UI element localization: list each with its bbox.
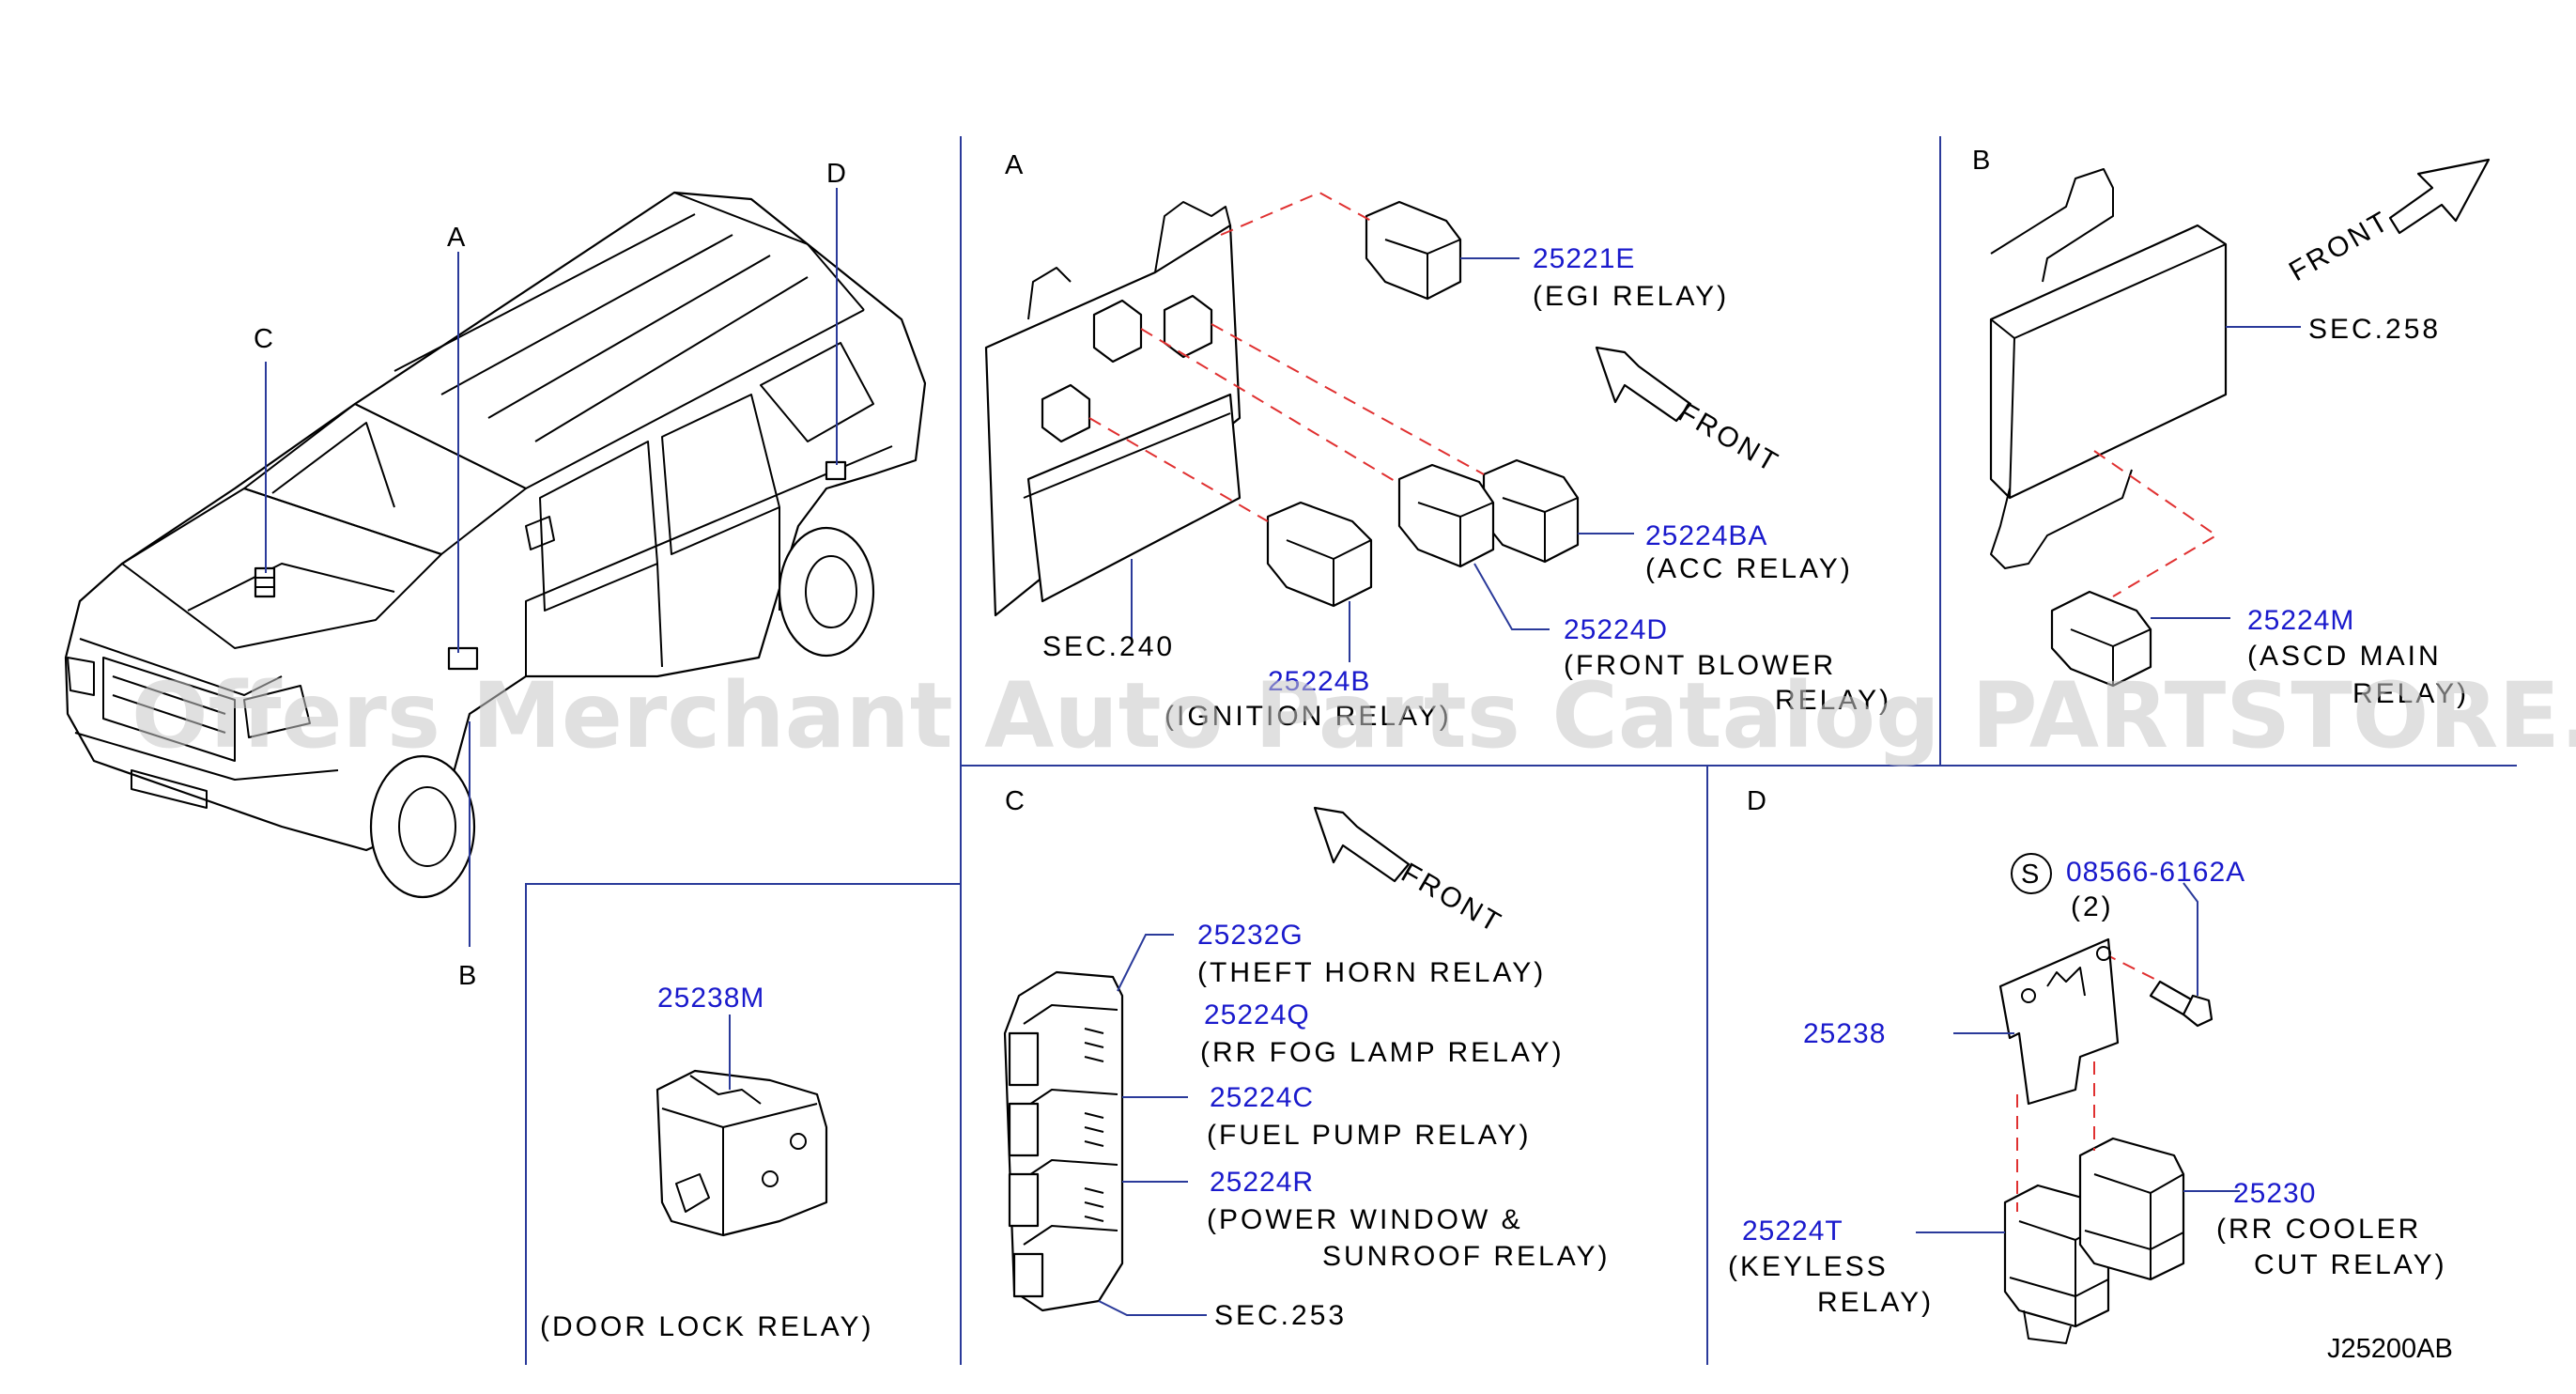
- front-label-c: FRONT: [1396, 857, 1508, 939]
- name-egi-relay: (EGI RELAY): [1533, 281, 1729, 312]
- panel-a-letter: A: [1005, 150, 1024, 180]
- front-arrow-c: [1313, 806, 1411, 883]
- pn-25224Q: 25224Q: [1204, 999, 1310, 1030]
- panel-borders: [525, 136, 2517, 1365]
- bracket-25238: [1953, 937, 2120, 1106]
- pn-25230: 25230: [2233, 1178, 2316, 1209]
- pn-25224B: 25224B: [1268, 666, 1370, 697]
- rr-cooler-cut-relay: [2016, 1061, 2240, 1281]
- panel-c-letter: C: [1005, 786, 1025, 816]
- sec-240: SEC.240: [1042, 631, 1175, 662]
- name-front-blower-relay: (FRONT BLOWER: [1564, 650, 1836, 681]
- vehicle-illustration: [64, 188, 927, 947]
- name-power-window-relay: (POWER WINDOW &: [1207, 1204, 1523, 1235]
- front-arrow-a: [1595, 346, 1692, 423]
- callout-B: B: [458, 961, 476, 991]
- pn-25224M: 25224M: [2247, 605, 2354, 636]
- watermark: Offers Merchant Auto Parts Catalog PARTS…: [131, 663, 2576, 768]
- name-power-window-relay-2: SUNROOF RELAY): [1322, 1241, 1610, 1272]
- relay-bank-sec253: [1003, 934, 1207, 1316]
- name-keyless-relay-2: RELAY): [1817, 1287, 1934, 1318]
- name-ignition-relay: (IGNITION RELAY): [1165, 701, 1452, 732]
- name-front-blower-relay-2: RELAY): [1775, 685, 1891, 716]
- door-lock-relay: [656, 1015, 828, 1237]
- control-unit-sec258: [1989, 168, 2301, 569]
- front-blower-relay: [1397, 463, 1550, 630]
- screw-symbol: S: [2021, 860, 2039, 890]
- callout-D: D: [826, 159, 846, 189]
- fuse-block-sec240: [984, 201, 1242, 639]
- ignition-relay: [1266, 501, 1373, 662]
- pn-08566-6162A: 08566-6162A: [2066, 857, 2245, 888]
- name-rr-cooler-cut-relay-2: CUT RELAY): [2254, 1249, 2447, 1280]
- pn-25224T: 25224T: [1742, 1216, 1843, 1247]
- figure-code: J25200AB: [2327, 1334, 2453, 1364]
- egi-relay: [1365, 200, 1519, 301]
- pn-25224R: 25224R: [1210, 1167, 1314, 1198]
- pn-25221E: 25221E: [1533, 243, 1635, 274]
- panel-a-red-leaders: [1088, 191, 1485, 522]
- name-fuel-pump-relay: (FUEL PUMP RELAY): [1207, 1120, 1532, 1151]
- name-rr-cooler-cut-relay: (RR COOLER: [2216, 1214, 2421, 1245]
- pn-25238M: 25238M: [657, 983, 764, 1014]
- acc-relay: [1482, 458, 1634, 564]
- name-keyless-relay: (KEYLESS: [1728, 1251, 1889, 1282]
- screw-symbol-circle: [2011, 853, 2052, 894]
- name-ascd-main-relay: (ASCD MAIN: [2247, 641, 2442, 672]
- panel-b-letter: B: [1972, 146, 1990, 176]
- pn-25224C: 25224C: [1210, 1082, 1314, 1113]
- panel-d-letter: D: [1747, 786, 1766, 816]
- name-rr-fog-lamp-relay: (RR FOG LAMP RELAY): [1200, 1037, 1565, 1068]
- callout-C: C: [254, 324, 273, 354]
- callout-A: A: [447, 223, 466, 253]
- screw: [2103, 882, 2214, 1028]
- pn-25238: 25238: [1803, 1018, 1886, 1049]
- front-arrow-b: [2388, 158, 2491, 235]
- name-ascd-main-relay-2: RELAY): [2352, 678, 2469, 709]
- pn-25232G: 25232G: [1197, 920, 1303, 951]
- front-label-b: FRONT: [2284, 205, 2396, 287]
- ascd-main-relay: [2050, 450, 2230, 688]
- name-door-lock-relay: (DOOR LOCK RELAY): [540, 1311, 874, 1342]
- front-label-a: FRONT: [1674, 396, 1785, 479]
- pn-25224D: 25224D: [1564, 614, 1668, 645]
- sec-258: SEC.258: [2308, 314, 2441, 345]
- screw-quantity: (2): [2071, 891, 2114, 922]
- sec-253: SEC.253: [1214, 1300, 1347, 1331]
- pn-25224BA: 25224BA: [1645, 520, 1767, 551]
- name-theft-horn-relay: (THEFT HORN RELAY): [1197, 957, 1546, 988]
- name-acc-relay: (ACC RELAY): [1645, 553, 1853, 584]
